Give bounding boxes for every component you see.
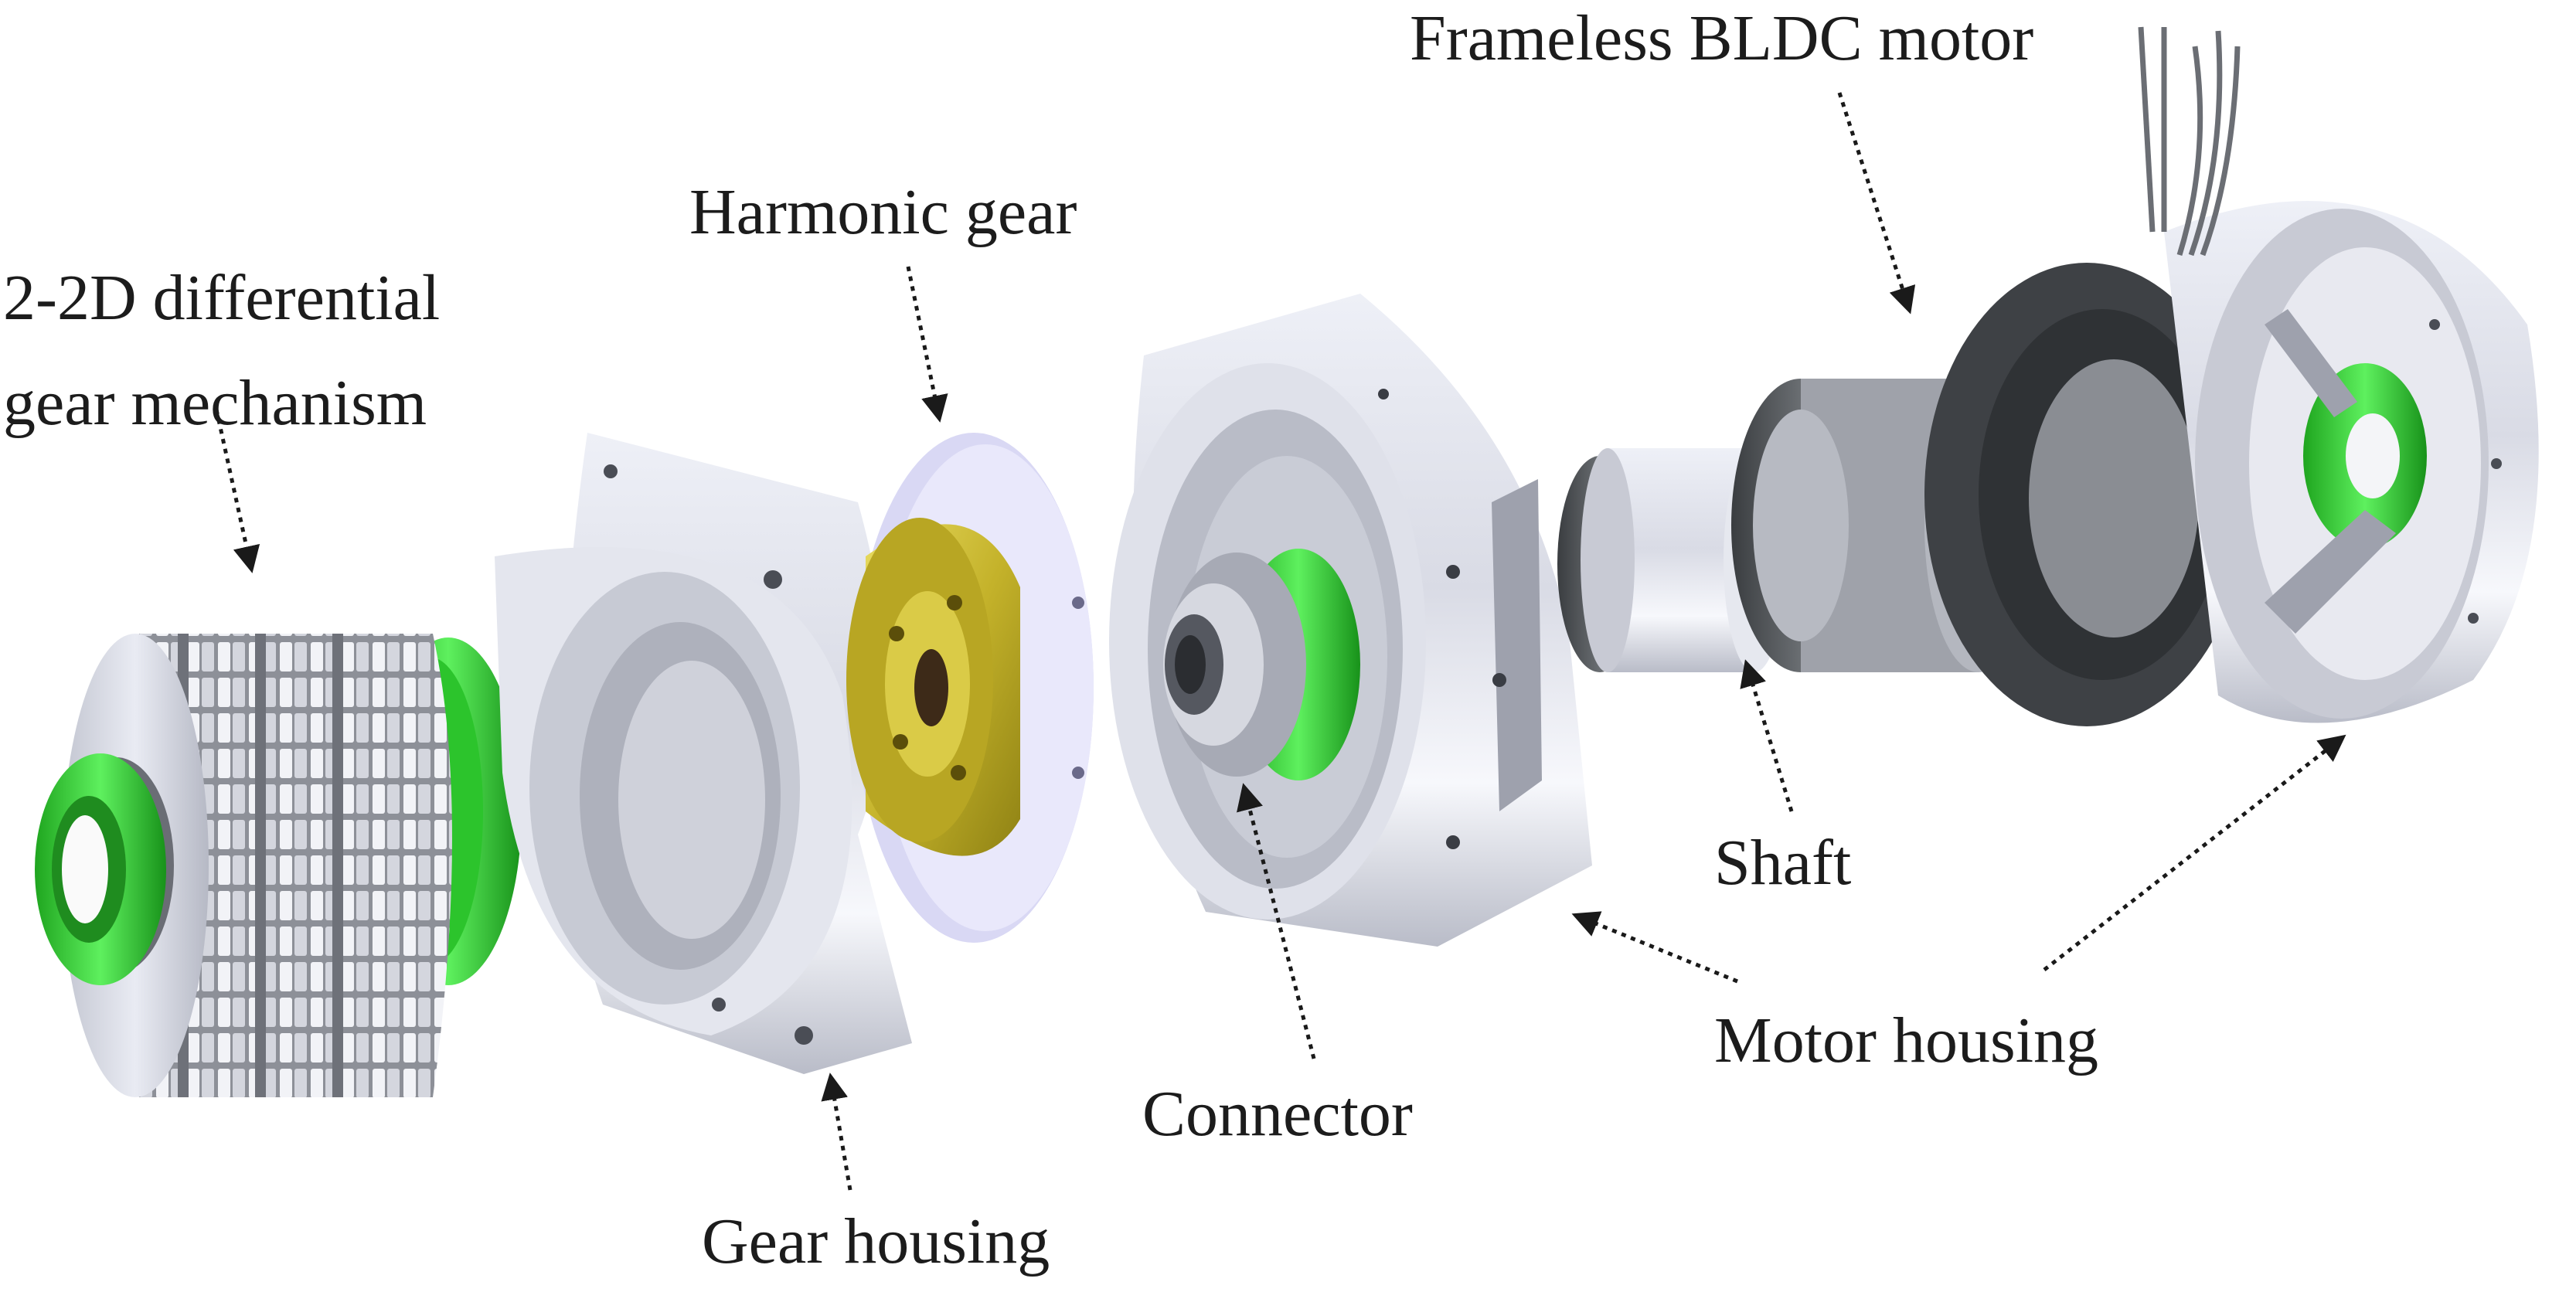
leader-housing-front xyxy=(1571,911,1738,984)
leader-differential xyxy=(214,409,260,573)
label-differential-gear-mechanism: 2-2D differential gear mechanism xyxy=(3,246,440,456)
harmonic-gear xyxy=(846,433,1094,943)
leader-harmonic xyxy=(906,266,948,423)
label-shaft: Shaft xyxy=(1714,827,1852,899)
frameless-bldc-motor xyxy=(1731,263,2249,726)
leader-lines xyxy=(214,92,2346,1191)
motor-housing-rear xyxy=(2138,26,2539,723)
label-gear-housing: Gear housing xyxy=(702,1205,1050,1277)
gear-housing xyxy=(495,433,912,1074)
label-frameless-bldc-motor: Frameless BLDC motor xyxy=(1410,2,2034,74)
label-connector: Connector xyxy=(1142,1078,1413,1150)
leader-shaft xyxy=(1740,659,1794,812)
leader-connector xyxy=(1237,783,1316,1059)
label-harmonic-gear: Harmonic gear xyxy=(689,176,1077,248)
leader-housing-rear xyxy=(2043,734,2346,971)
differential-gear-mechanism xyxy=(35,634,522,1097)
leader-gear-housing xyxy=(821,1073,852,1191)
label-differential-line1: 2-2D differential xyxy=(3,262,441,334)
leader-motor xyxy=(1837,92,1916,314)
connector xyxy=(1163,549,1360,780)
label-motor-housing: Motor housing xyxy=(1714,1005,2099,1076)
label-differential-line2: gear mechanism xyxy=(3,367,427,439)
